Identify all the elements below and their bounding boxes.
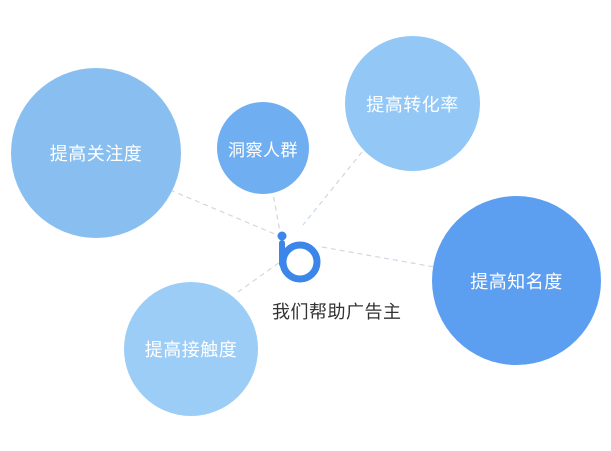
- bubble-conversion-label: 提高转化率: [366, 94, 459, 116]
- connector-attention: [169, 189, 283, 238]
- logo-dot: [277, 231, 287, 241]
- bubble-contact-label: 提高接触度: [144, 340, 238, 361]
- connector-insight: [271, 187, 281, 233]
- center-label: 我们帮助广告主: [272, 302, 402, 323]
- bubble-contact: 提高接触度: [124, 282, 258, 416]
- bubble-insight: 洞察人群: [217, 102, 309, 194]
- bubble-awareness-label: 提高知名度: [470, 271, 563, 293]
- logo-bowl: [279, 241, 321, 283]
- bubble-conversion: 提高转化率: [345, 36, 480, 171]
- connector-awareness: [321, 246, 441, 269]
- bubble-awareness: 提高知名度: [432, 196, 601, 365]
- connector-conversion: [302, 151, 363, 226]
- bubble-attention-label: 提高关注度: [49, 144, 143, 165]
- bubble-attention: 提高关注度: [11, 68, 181, 238]
- bubble-insight-label: 洞察人群: [228, 140, 298, 161]
